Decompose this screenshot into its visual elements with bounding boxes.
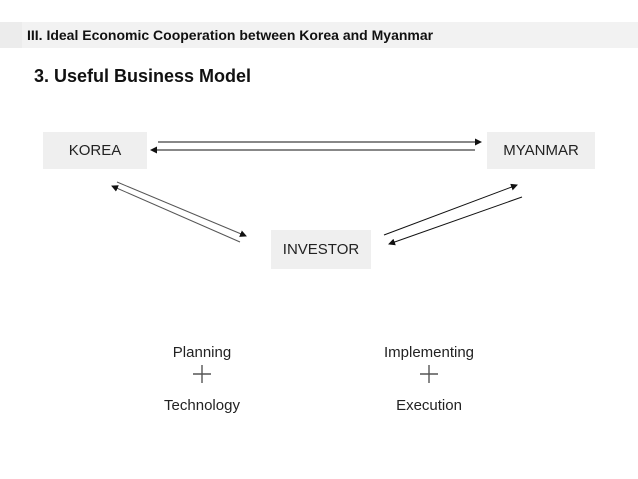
korea-box: KOREA — [43, 132, 147, 169]
arrow-investor-to-myanmar — [383, 183, 518, 236]
investor-label: INVESTOR — [282, 241, 360, 258]
section-title: 3. Useful Business Model — [34, 66, 252, 86]
korea-label: KOREA — [68, 142, 122, 159]
plus-icon — [420, 365, 438, 383]
arrow-myanmar-to-investor — [388, 196, 523, 246]
planning-label: Planning — [172, 344, 232, 361]
arrow-investor-to-korea — [111, 185, 241, 243]
myanmar-label: MYANMAR — [503, 142, 579, 159]
plus-icon — [193, 365, 211, 383]
investor-box: INVESTOR — [271, 230, 371, 269]
myanmar-box: MYANMAR — [487, 132, 595, 169]
header-accent — [0, 22, 22, 48]
arrow-korea-to-investor — [116, 181, 247, 237]
header-title: III. Ideal Economic Cooperation between … — [27, 27, 434, 43]
implementing-label: Implementing — [383, 344, 475, 361]
header-bar: III. Ideal Economic Cooperation between … — [0, 22, 638, 48]
technology-label: Technology — [164, 397, 240, 414]
execution-label: Execution — [396, 397, 462, 414]
